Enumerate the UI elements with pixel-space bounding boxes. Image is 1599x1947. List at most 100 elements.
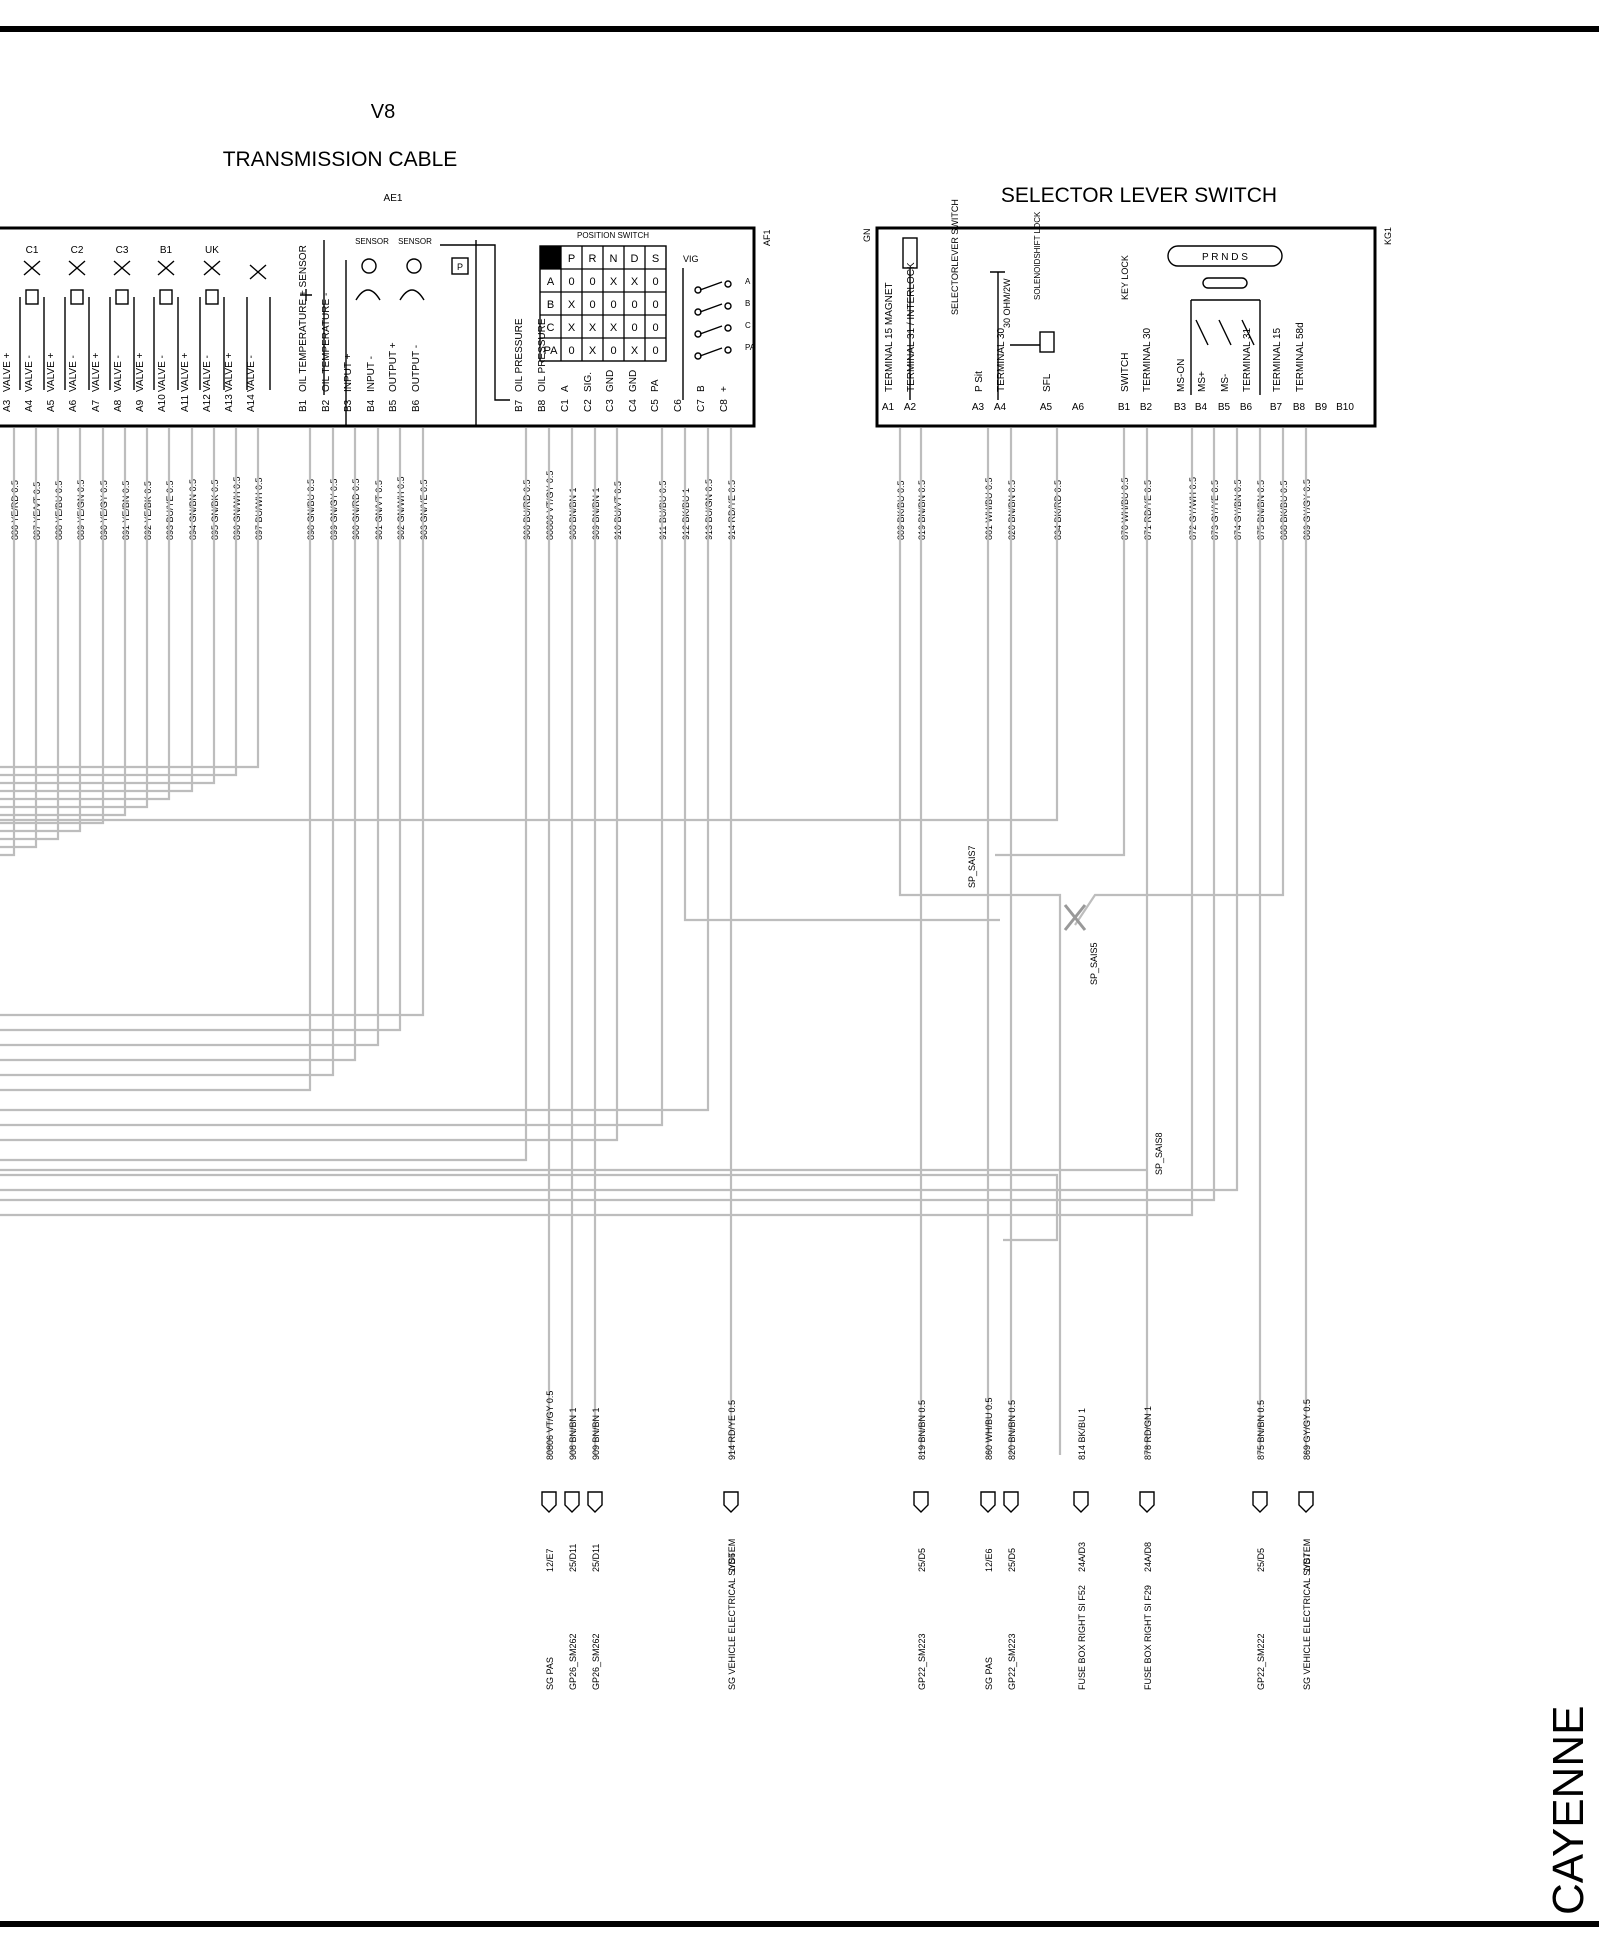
- wire-872: [0, 428, 1194, 1217]
- tcu-sensor-wire: [0, 428, 335, 1077]
- tcu-valve-wire: [0, 428, 127, 817]
- ref-label: 1/D7: [1302, 1553, 1312, 1572]
- sel-pin-label-A2: TERMINAL 31 / INTERLOCK: [906, 262, 917, 392]
- tcu-pin-B7: B7: [514, 399, 525, 412]
- wire-913: [0, 428, 710, 1112]
- resistor-lead: [990, 271, 1040, 400]
- shift-lock-label: SOLENOIDSHIFT LOCK: [1033, 211, 1042, 300]
- tcu-valve-wire: [0, 428, 38, 849]
- ref-label: 25/D5: [917, 1548, 927, 1572]
- tcu-pin-A11: A11: [180, 395, 191, 412]
- destination-label: SG PAS: [545, 1657, 555, 1690]
- position-cell: X: [568, 299, 576, 311]
- switch-arm-A: [699, 281, 723, 291]
- sel-pin-A2: A2: [904, 402, 917, 413]
- cable-title: TRANSMISSION CABLE: [223, 148, 458, 171]
- switch-arm-PA: [699, 347, 723, 357]
- splice-node-sais5: [1063, 904, 1087, 931]
- sel-pin-B10: B10: [1336, 402, 1354, 413]
- sel-pin-B7: B7: [1270, 402, 1283, 413]
- ref-label: 24A/D8: [1143, 1542, 1153, 1572]
- switch-label-A: A: [745, 277, 751, 286]
- vig-label: VIG: [683, 254, 699, 264]
- tcu-pin-A9: A9: [135, 399, 146, 412]
- sel-pin-label-B1: SWITCH: [1120, 353, 1131, 392]
- sensor-label-output: SENSOR: [398, 237, 432, 246]
- shift-lock-solenoid-icon: [1039, 331, 1055, 353]
- switch-label-C: C: [745, 321, 751, 330]
- ms-switch-frame: [1190, 299, 1261, 395]
- bottom-wire-label: 814 BK/BU 1: [1077, 1408, 1087, 1460]
- tcu-pin-label-B8: OIL PRESSURE: [537, 318, 548, 392]
- connector-terminal-icon: [913, 1491, 929, 1513]
- destination-label: SG PAS: [984, 1657, 994, 1690]
- tcu-connector-box: [0, 226, 756, 428]
- splice-SP_SAIS8: SP_SAIS8: [1154, 1132, 1164, 1175]
- position-cell: X: [589, 322, 597, 334]
- valve-symbol-C1: [23, 260, 41, 276]
- tcu-pin-label-C5: PA: [650, 379, 661, 392]
- tcu-pin-C7: C7: [696, 399, 707, 412]
- tcu-pin-C9: C9: [0, 0, 13, 3]
- tcu-valve-wire: [0, 428, 60, 841]
- prnds-text: P R N D S: [1202, 252, 1248, 263]
- destination-label: SG VEHICLE ELECTRICAL SYSTEM: [727, 1539, 737, 1690]
- tcu-pin-B5: B5: [388, 399, 399, 412]
- tcu-sensor-wire: [0, 428, 312, 1092]
- wire-912: [683, 428, 1000, 922]
- tcu-pin-label-B1: OIL TEMPERATURE + SENSOR: [298, 245, 309, 392]
- sel-pin-A5: A5: [1040, 402, 1053, 413]
- tcu-pin-label-A9: VALVE +: [135, 352, 146, 392]
- tcu-pin-label-B6: OUTPUT -: [411, 345, 422, 392]
- tcu-sensor-wire: [0, 428, 425, 1017]
- prnds-indicator: [1167, 245, 1283, 267]
- tcu-pin-A13: A13: [224, 394, 235, 412]
- position-switch-title: POSITION SWITCH: [577, 231, 649, 240]
- position-row-A: A: [547, 276, 555, 288]
- output-sensor-icon: [406, 258, 422, 274]
- switch-arm-B: [699, 303, 723, 313]
- tcu-pin-label-B4: INPUT -: [366, 356, 377, 392]
- valve-coil-UK: [205, 289, 219, 305]
- tcu-pin-C5: C5: [650, 399, 661, 412]
- valve-group-C1: C1: [26, 245, 39, 256]
- tcu-pin-label-A7: VALVE +: [91, 352, 102, 392]
- valve-group-B1: B1: [160, 245, 173, 256]
- bottom-wire-label: 909 BN/BN 1: [591, 1407, 601, 1460]
- tcu-pin-label-A3: VALVE +: [2, 352, 13, 392]
- sel-pin-B4: B4: [1195, 402, 1208, 413]
- destination-label: GP26_SM262: [568, 1633, 578, 1690]
- valve-leads-UK: [199, 297, 225, 390]
- tcu-pin-label-A5: VALVE +: [46, 352, 57, 392]
- key-lock-label: KEY LOCK: [1120, 255, 1130, 300]
- valve-symbol-extra: [249, 264, 267, 280]
- ms-switch-arm-1: [1218, 319, 1232, 346]
- valve-coil-C2: [70, 289, 84, 305]
- sel-pin-B1: B1: [1118, 402, 1131, 413]
- sel-pin-A1: A1: [882, 402, 895, 413]
- sel-pin-B5: B5: [1218, 402, 1231, 413]
- tcu-pin-A3: A3: [2, 399, 13, 412]
- tcu-pin-B2: B2: [321, 399, 332, 412]
- position-cell: 0: [652, 345, 658, 357]
- tcu-valve-wire: [0, 428, 16, 857]
- destination-label: FUSE BOX RIGHT SI F52: [1077, 1585, 1087, 1690]
- valve-group-C3: C3: [116, 245, 129, 256]
- tcu-pin-A12: A12: [202, 394, 213, 412]
- kg1-label: KG1: [1383, 227, 1393, 245]
- switch-arm-C: [699, 325, 723, 335]
- bottom-wire-label: 875 BN/BN 0.5: [1256, 1400, 1266, 1460]
- sel-pin-label-A4: TERMINAL 30: [996, 327, 1007, 392]
- oil-pressure-lead: [440, 244, 510, 401]
- valve-coil-C1: [25, 289, 39, 305]
- bottom-wire-label: 80806 VT/GY 0.5: [545, 1391, 555, 1460]
- gn-label: GN: [862, 229, 872, 243]
- sel-pin-label-B2: TERMINAL 30: [1142, 327, 1153, 392]
- position-cell: X: [610, 322, 618, 334]
- vehicle-label: CAYENNE: [1544, 1706, 1593, 1915]
- tcu-pin-label-C9: C: [0, 0, 7, 3]
- connector-terminal-icon: [564, 1491, 580, 1513]
- wire-870: [995, 428, 1126, 857]
- tcu-pin-C8: C8: [719, 399, 730, 412]
